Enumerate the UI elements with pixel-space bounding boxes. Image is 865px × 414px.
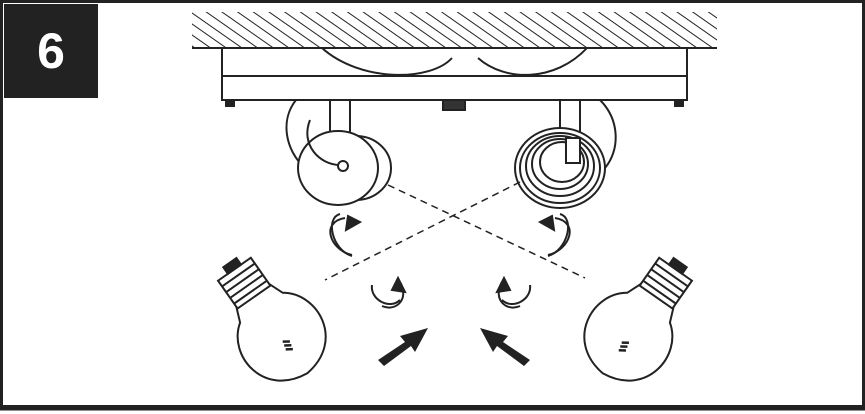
ceiling (192, 12, 717, 49)
socket-right (514, 99, 617, 209)
alignment-lines (324, 181, 586, 281)
bulb-left (216, 256, 327, 382)
mounting-plate (221, 47, 688, 111)
push-arrows (378, 328, 530, 366)
rotation-arrows (329, 213, 571, 309)
bulb-right (583, 256, 694, 382)
socket-left (285, 99, 392, 206)
step-number-badge: 6 (4, 4, 98, 98)
